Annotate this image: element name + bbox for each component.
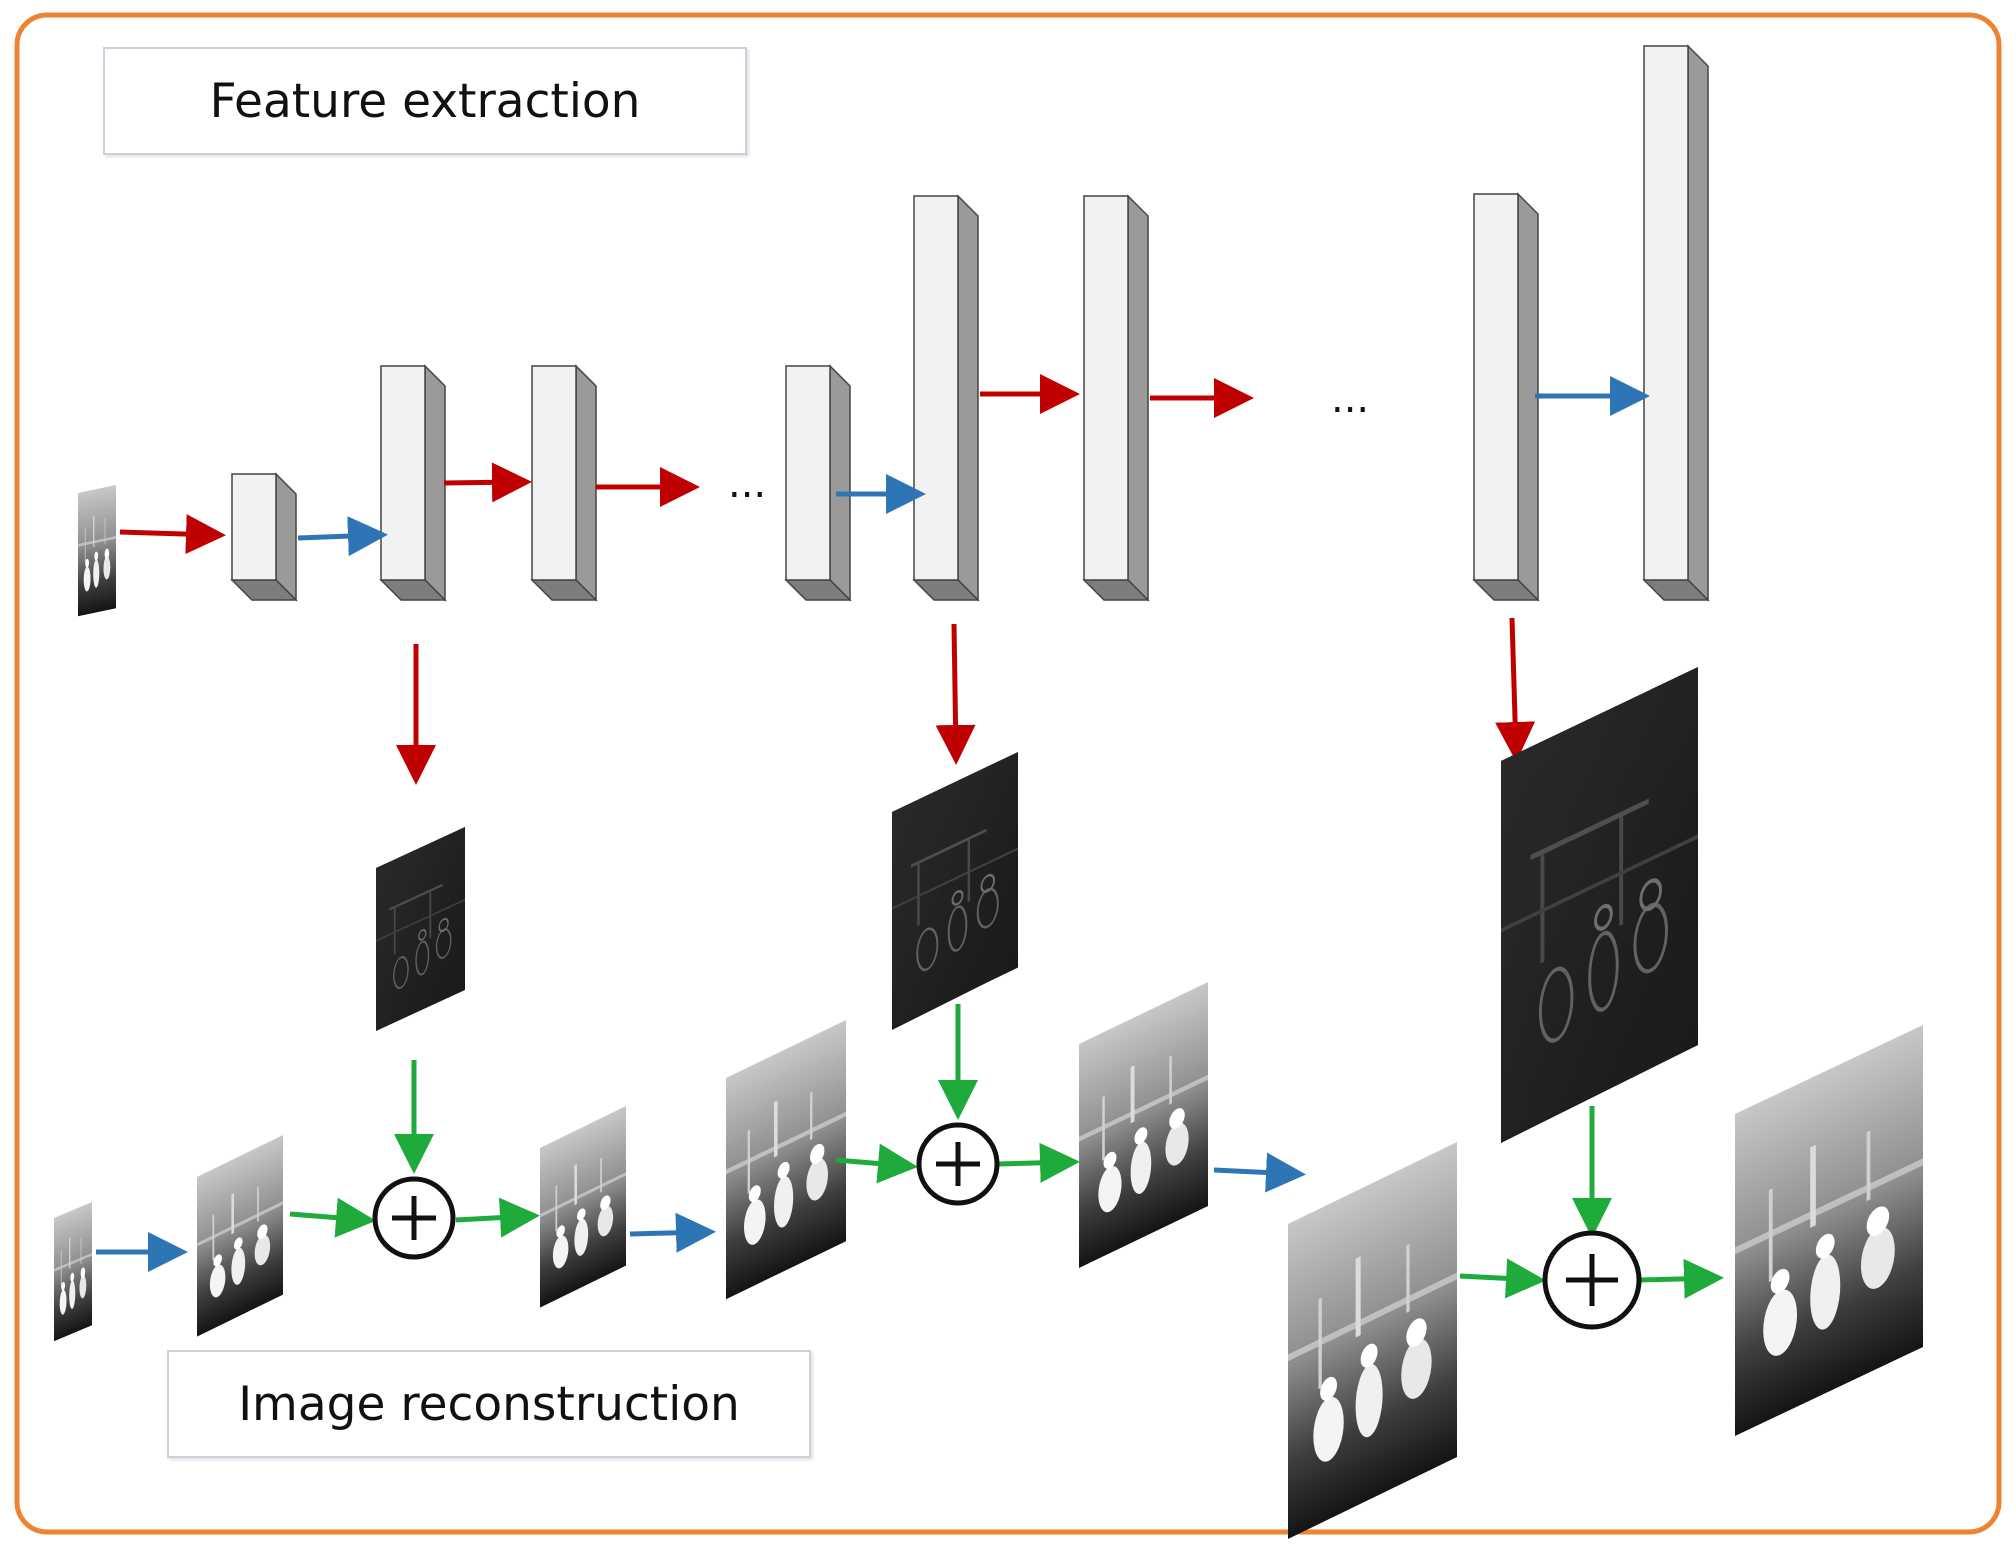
input-image-small <box>78 485 116 617</box>
ellipsis-2: ... <box>1331 376 1369 422</box>
top-arrows <box>119 374 1650 557</box>
arrow-red <box>443 462 532 503</box>
arrow-green <box>455 1197 540 1238</box>
residual-map-3 <box>1501 667 1698 1143</box>
arrow-green <box>1459 1258 1546 1299</box>
recon-input-small <box>54 1202 92 1342</box>
feature-block <box>530 364 598 602</box>
feature-block <box>784 364 852 602</box>
arrow-green <box>835 1143 918 1184</box>
sum-node-3 <box>1542 1230 1642 1330</box>
feature-block <box>1472 192 1540 602</box>
feature-block <box>379 364 447 602</box>
feature-block <box>912 194 980 602</box>
arrow-green <box>997 1142 1080 1183</box>
arrow-blue <box>297 516 388 557</box>
sum-node-2 <box>916 1122 1000 1206</box>
feature-block <box>1082 194 1150 602</box>
residual-map-2 <box>890 750 1020 1030</box>
ellipsis-1: ... <box>728 461 766 507</box>
arrow-red <box>119 514 226 555</box>
feature-block <box>1642 44 1710 602</box>
feature-block <box>230 472 298 602</box>
down-arrows-red <box>396 617 1536 785</box>
arrow-blue <box>629 1212 716 1253</box>
arrow-green <box>289 1197 376 1238</box>
feature-extraction-label: Feature extraction <box>103 47 747 155</box>
arrow-blue <box>1213 1152 1306 1193</box>
image-reconstruction-label: Image reconstruction <box>167 1350 811 1458</box>
residual-map-1 <box>375 826 466 1032</box>
sum-node-1 <box>372 1176 456 1260</box>
feature-blocks <box>230 44 1710 602</box>
bottom-arrows <box>96 1004 1724 1299</box>
arrow-green <box>1639 1258 1724 1299</box>
